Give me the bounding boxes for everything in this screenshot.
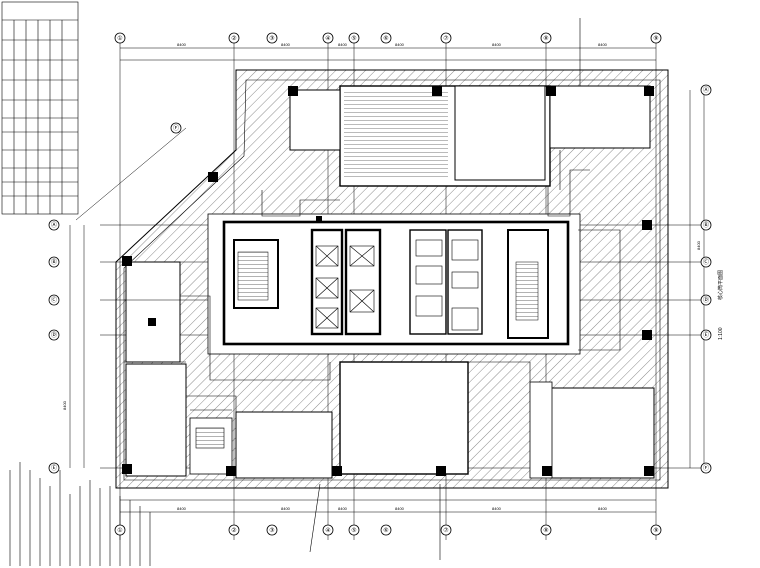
grid-bubble-top-4: ⑤ xyxy=(351,35,356,42)
grid-bubble-left-0: Ⓐ xyxy=(51,221,57,229)
grid-bubble-top-8: ⑨ xyxy=(653,35,658,42)
grid-bubble-right-2: Ⓒ xyxy=(703,258,709,266)
sheet-scale: 1:100 xyxy=(718,327,724,340)
grid-bubble-bottom-6: ⑦ xyxy=(443,527,448,534)
grid-bubble-top-5: ⑥ xyxy=(383,35,388,42)
central-core xyxy=(207,213,581,355)
dim-right: 8400 xyxy=(696,240,701,250)
grid-bubble-top-2: ③ xyxy=(269,35,274,42)
dimension-texts: 8400 8400 8400 8400 8400 8400 8400 8400 … xyxy=(62,42,701,511)
grid-bubble-bottom-5: ⑥ xyxy=(383,527,388,534)
sheet-title-block: 核心筒平面图 1:100 xyxy=(717,270,724,340)
grid-bubbles-top: ① ② ③ ④ ⑤ ⑥ ⑦ ⑧ ⑨ xyxy=(114,32,662,44)
dim-bottom-3: 8400 xyxy=(395,506,405,511)
dim-bottom-4: 8400 xyxy=(492,506,502,511)
grid-bubble-bottom-8: ⑨ xyxy=(653,527,658,534)
dim-top-2: 8400 xyxy=(338,42,348,47)
dim-top-1: 8400 xyxy=(281,42,291,47)
dim-bottom-2: 8400 xyxy=(338,506,348,511)
grid-bubble-bottom-4: ⑤ xyxy=(351,527,356,534)
grid-bubble-top-6: ⑦ xyxy=(443,35,448,42)
grid-bubble-right-4: Ⓔ xyxy=(703,331,709,339)
grid-bubble-left-1: Ⓑ xyxy=(51,258,57,266)
grid-bubble-left-4: Ⓔ xyxy=(51,464,57,472)
sheet-title: 核心筒平面图 xyxy=(717,270,724,300)
dim-top-0: 8400 xyxy=(177,42,187,47)
grid-bubbles-bottom: ① ② ③ ④ ⑤ ⑥ ⑦ ⑧ ⑨ xyxy=(114,524,662,536)
partition-lines xyxy=(124,18,621,560)
dim-bottom-0: 8400 xyxy=(177,506,187,511)
dim-bottom-1: 8400 xyxy=(281,506,291,511)
dim-top-4: 8400 xyxy=(492,42,502,47)
grid-bubble-left-5: Ⓕ xyxy=(173,124,179,132)
grid-bubble-bottom-2: ③ xyxy=(269,527,274,534)
grid-bubble-bottom-3: ④ xyxy=(325,527,330,534)
grid-bubble-bottom-7: ⑧ xyxy=(543,527,548,534)
grid-bubble-right-3: Ⓓ xyxy=(703,296,709,304)
grid-bubble-top-1: ② xyxy=(231,35,236,42)
grid-bubble-left-3: Ⓓ xyxy=(51,331,57,339)
grid-bubble-right-1: Ⓑ xyxy=(703,221,709,229)
dim-top-3: 8400 xyxy=(395,42,405,47)
grid-bubble-right-5: Ⓕ xyxy=(703,464,709,472)
grid-bubble-bottom-1: ② xyxy=(231,527,236,534)
dimension-lines xyxy=(69,47,705,513)
grid-bubbles-right: Ⓐ Ⓑ Ⓒ Ⓓ Ⓔ Ⓕ xyxy=(700,84,712,474)
grid-bubbles-left: Ⓐ Ⓑ Ⓒ Ⓓ Ⓔ Ⓕ xyxy=(48,122,182,474)
grid-bubble-left-2: Ⓒ xyxy=(51,296,57,304)
title-block xyxy=(1,1,79,215)
grid-bubble-top-0: ① xyxy=(117,35,122,42)
rooms xyxy=(125,85,655,479)
dim-top-5: 8400 xyxy=(598,42,608,47)
grid-bubble-bottom-0: ① xyxy=(117,527,122,534)
grid-bubble-top-3: ④ xyxy=(325,35,330,42)
grid-bubble-right-0: Ⓐ xyxy=(703,86,709,94)
grid-bubble-top-7: ⑧ xyxy=(543,35,548,42)
structural-columns xyxy=(122,86,654,476)
dim-left: 8400 xyxy=(62,400,67,410)
dim-bottom-5: 8400 xyxy=(598,506,608,511)
